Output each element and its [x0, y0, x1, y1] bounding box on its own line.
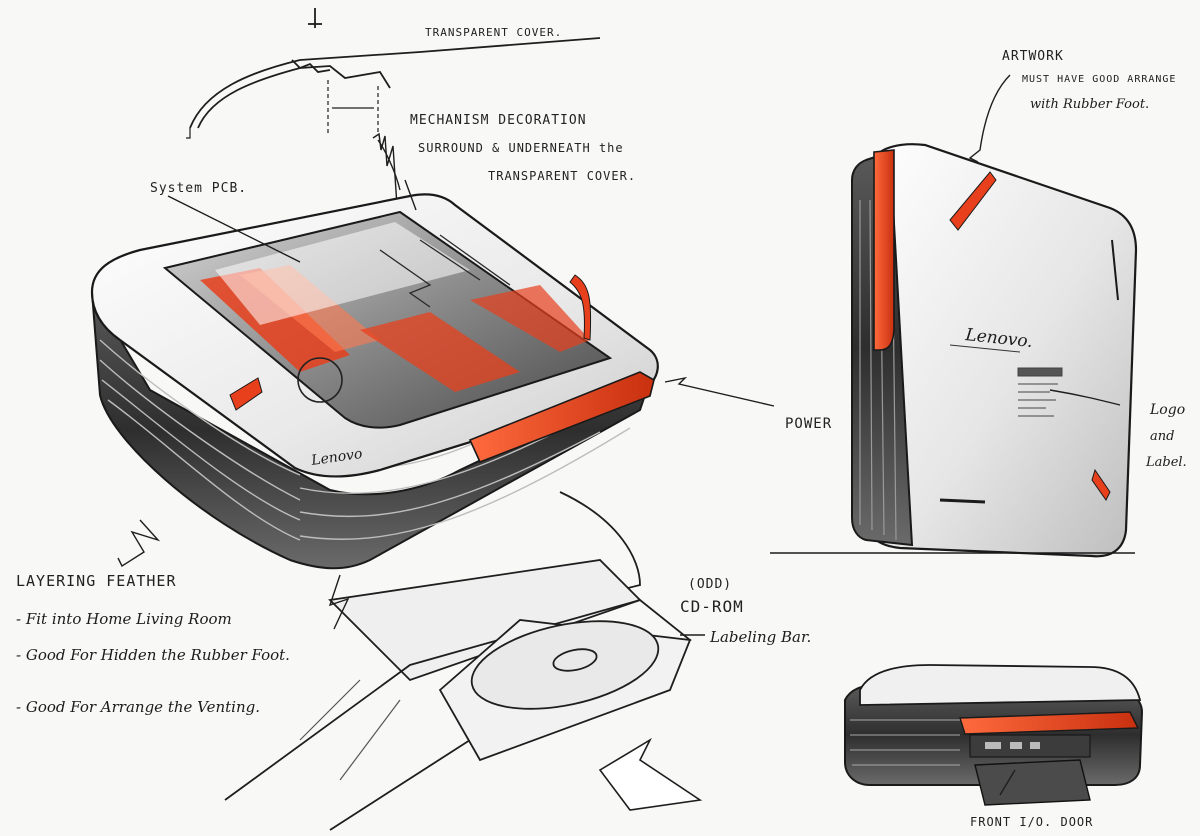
label-mechanism-3: TRANSPARENT COVER. — [488, 169, 636, 183]
label-power: POWER — [785, 416, 832, 432]
cover-section-profile — [186, 8, 601, 207]
label-system-pcb: System PCB. — [150, 181, 247, 196]
tower-layer-lines — [859, 199, 897, 541]
power-button-strip — [468, 371, 655, 464]
console-vertical-view: Lenovo. — [770, 143, 1138, 558]
label-layering-item-3: - Good For Arrange the Venting. — [16, 698, 260, 716]
label-labeling-bar: Labeling Bar. — [709, 628, 811, 646]
label-artwork-2: MUST HAVE GOOD ARRANGE — [1022, 74, 1176, 85]
cd-rom-tray-view — [224, 491, 703, 831]
tower-label-block — [1017, 367, 1063, 417]
label-logo-3: Label. — [1145, 455, 1187, 470]
label-cd-rom: CD-ROM — [680, 597, 744, 616]
label-artwork-3: with Rubber Foot. — [1030, 97, 1149, 112]
label-layering-item-2: - Good For Hidden the Rubber Foot. — [16, 646, 290, 664]
console-brand-logo: Lenovo — [309, 446, 363, 469]
front-io-door-view — [844, 664, 1144, 806]
label-odd: (ODD) — [688, 577, 732, 592]
label-mechanism-2: SURROUND & UNDERNEATH the — [418, 141, 624, 155]
label-mechanism-1: MECHANISM DECORATION — [410, 113, 587, 128]
label-logo-2: and — [1150, 429, 1174, 444]
annotations: TRANSPARENT COVER. MECHANISM DECORATION … — [16, 26, 1187, 829]
console-main-view: Lenovo — [90, 193, 659, 570]
label-front-io-door: FRONT I/O. DOOR — [970, 815, 1093, 829]
label-artwork-1: ARTWORK — [1002, 49, 1064, 64]
label-layering-title: LAYERING FEATHER — [16, 572, 177, 590]
leader-lines — [117, 74, 1121, 796]
label-logo-1: Logo — [1149, 402, 1185, 418]
label-layering-item-1: - Fit into Home Living Room — [16, 610, 232, 628]
label-transparent-cover: TRANSPARENT COVER. — [425, 26, 562, 39]
system-pcb-internals — [200, 222, 590, 403]
